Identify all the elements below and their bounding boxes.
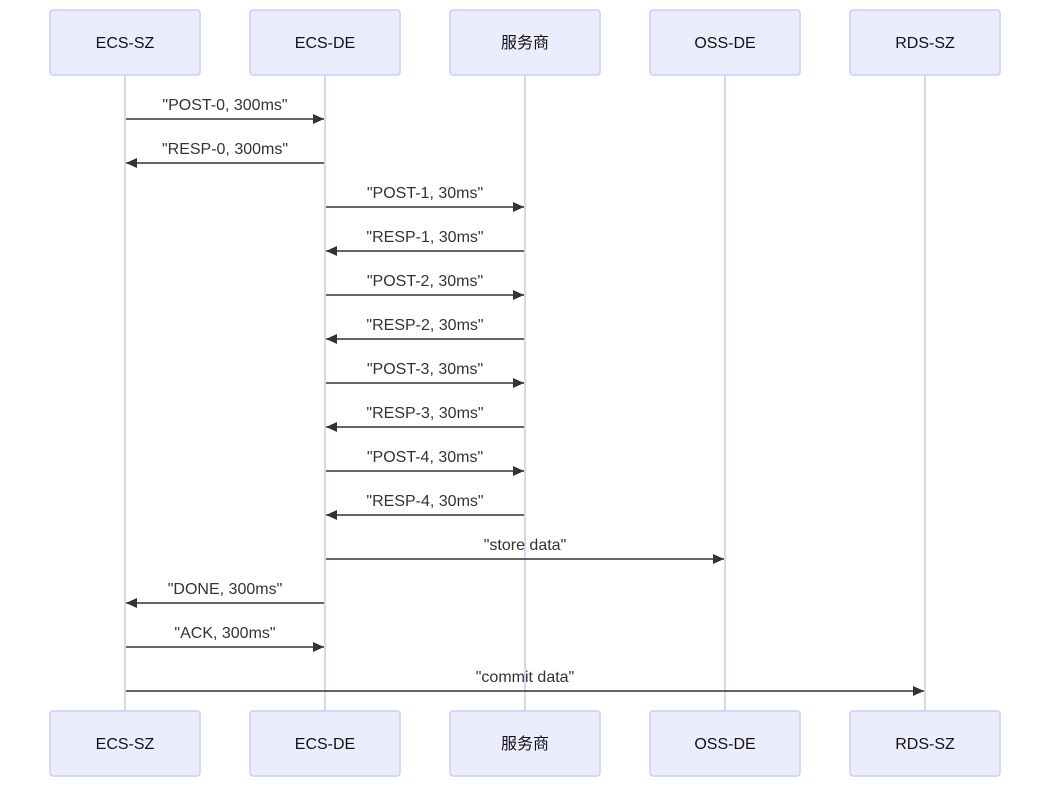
- actor-label: ECS-DE: [295, 736, 355, 753]
- actor-box-bottom: ECS-DE: [249, 710, 401, 777]
- message: "RESP-2, 30ms": [326, 317, 524, 344]
- message: "store data": [326, 537, 724, 564]
- message-label: "RESP-1, 30ms": [366, 229, 483, 246]
- actor-box-top: ECS-SZ: [49, 9, 201, 76]
- message-label: "RESP-0, 300ms": [162, 141, 288, 158]
- message: "POST-2, 30ms": [326, 273, 524, 300]
- actor-box: [649, 9, 801, 76]
- message-label: "POST-3, 30ms": [367, 361, 483, 378]
- message-label: "store data": [484, 537, 567, 554]
- message-label: "POST-2, 30ms": [367, 273, 483, 290]
- actor-label: OSS-DE: [694, 736, 755, 753]
- actor-label: RDS-SZ: [895, 736, 955, 753]
- actor-box-top: RDS-SZ: [849, 9, 1001, 76]
- message-label: "POST-4, 30ms": [367, 449, 483, 466]
- message: "RESP-0, 300ms": [126, 141, 324, 168]
- actor-box: [649, 710, 801, 777]
- actor-box: [49, 710, 201, 777]
- actor-box: [249, 9, 401, 76]
- actor-box-bottom: OSS-DE: [649, 710, 801, 777]
- message: "RESP-1, 30ms": [326, 229, 524, 256]
- actor-label: ECS-DE: [295, 35, 355, 52]
- actor-label: ECS-SZ: [96, 736, 155, 753]
- actor-box-top: ECS-DE: [249, 9, 401, 76]
- message: "POST-0, 300ms": [126, 97, 324, 124]
- actor-box-bottom: RDS-SZ: [849, 710, 1001, 777]
- message: "commit data": [126, 669, 924, 696]
- message-label: "ACK, 300ms": [174, 625, 275, 642]
- message: "POST-3, 30ms": [326, 361, 524, 388]
- actor-box: [449, 9, 601, 76]
- message: "RESP-4, 30ms": [326, 493, 524, 520]
- actor-label: RDS-SZ: [895, 35, 955, 52]
- actor-label: 服务商: [501, 34, 549, 52]
- message-label: "RESP-3, 30ms": [366, 405, 483, 422]
- message: "POST-1, 30ms": [326, 185, 524, 212]
- actor-box: [849, 9, 1001, 76]
- message-label: "POST-0, 300ms": [162, 97, 287, 114]
- actor-label: ECS-SZ: [96, 35, 155, 52]
- actor-label: OSS-DE: [694, 35, 755, 52]
- message: "DONE, 300ms": [126, 581, 324, 608]
- actor-box: [449, 710, 601, 777]
- message: "RESP-3, 30ms": [326, 405, 524, 432]
- actor-box-top: OSS-DE: [649, 9, 801, 76]
- actor-box-bottom: 服务商: [449, 710, 601, 777]
- actor-box: [49, 9, 201, 76]
- message-label: "RESP-2, 30ms": [366, 317, 483, 334]
- message-label: "POST-1, 30ms": [367, 185, 483, 202]
- message: "ACK, 300ms": [126, 625, 324, 652]
- actor-label: 服务商: [501, 735, 549, 753]
- actor-box-bottom: ECS-SZ: [49, 710, 201, 777]
- message-label: "DONE, 300ms": [168, 581, 283, 598]
- message-label: "commit data": [476, 669, 575, 686]
- actor-box: [849, 710, 1001, 777]
- message-label: "RESP-4, 30ms": [366, 493, 483, 510]
- message: "POST-4, 30ms": [326, 449, 524, 476]
- actor-box-top: 服务商: [449, 9, 601, 76]
- actor-box: [249, 710, 401, 777]
